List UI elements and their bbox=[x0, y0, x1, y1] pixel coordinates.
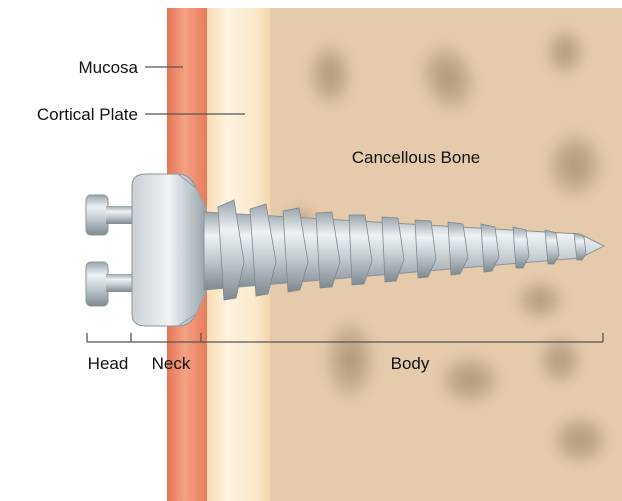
screw-head-post-lower bbox=[106, 274, 132, 292]
cancellous-bone-label: Cancellous Bone bbox=[352, 148, 481, 167]
screw-head-post-upper bbox=[106, 206, 132, 224]
body-label: Body bbox=[391, 354, 430, 373]
screw-head-upper-flange bbox=[86, 195, 108, 235]
cortical-plate-label: Cortical Plate bbox=[37, 105, 138, 124]
mucosa-label: Mucosa bbox=[78, 58, 138, 77]
screw-head-lower-flange bbox=[86, 262, 108, 306]
neck-label: Neck bbox=[152, 354, 191, 373]
head-label: Head bbox=[88, 354, 129, 373]
screw-neck-collar bbox=[132, 174, 206, 326]
